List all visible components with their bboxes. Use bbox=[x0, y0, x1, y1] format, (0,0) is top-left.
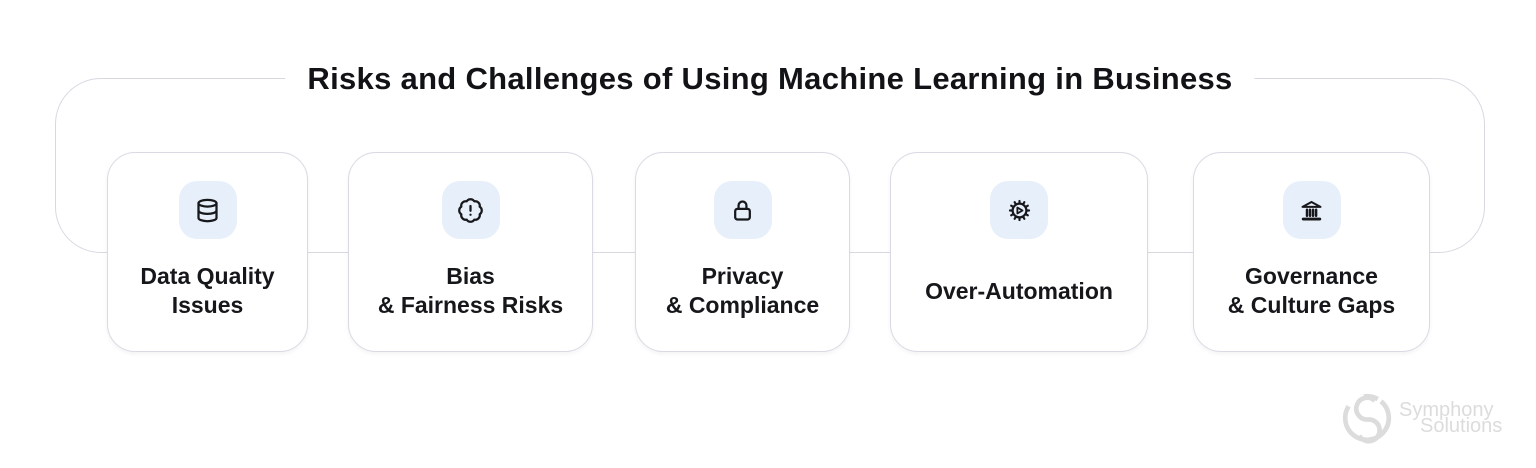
diagram-title: Risks and Challenges of Using Machine Le… bbox=[285, 59, 1255, 99]
watermark-text: Symphony Solutions bbox=[1399, 399, 1503, 437]
card-label-line2: & Compliance bbox=[665, 292, 820, 318]
card-label-line2: & Fairness Risks bbox=[377, 292, 564, 318]
card-label: Governance & Culture Gaps bbox=[1228, 239, 1395, 351]
card-privacy-compliance: Privacy & Compliance bbox=[635, 152, 850, 352]
lock-icon bbox=[734, 199, 751, 221]
badge-alert-icon bbox=[458, 197, 483, 223]
card-label: Bias & Fairness Risks bbox=[378, 239, 563, 351]
watermark-line1: Symphony bbox=[1399, 399, 1494, 421]
watermark-line2: Solutions bbox=[1420, 415, 1503, 437]
card-label: Data Quality Issues bbox=[140, 239, 274, 351]
icon-badge bbox=[713, 181, 772, 239]
card-label: Privacy & Compliance bbox=[666, 239, 819, 351]
watermark: Symphony Solutions bbox=[1340, 391, 1502, 445]
card-label-line1: Data Quality bbox=[140, 263, 275, 289]
card-bias-fairness-risks: Bias & Fairness Risks bbox=[348, 152, 593, 352]
card-label-line2: Issues bbox=[171, 292, 244, 318]
icon-badge bbox=[1282, 181, 1341, 239]
icon-badge bbox=[178, 181, 237, 239]
card-over-automation: Over-Automation bbox=[890, 152, 1148, 352]
card-label-line1: Over-Automation bbox=[925, 277, 1113, 304]
symphony-solutions-logo bbox=[1342, 393, 1392, 444]
database-icon bbox=[197, 198, 218, 222]
icon-badge bbox=[990, 181, 1048, 239]
icon-badge bbox=[441, 181, 500, 239]
bank-icon bbox=[1301, 200, 1322, 220]
card-label-line1: Bias bbox=[446, 263, 495, 289]
card-data-quality-issues: Data Quality Issues bbox=[107, 152, 308, 352]
card-governance-culture-gaps: Governance & Culture Gaps bbox=[1193, 152, 1430, 352]
card-label-line1: Governance bbox=[1245, 263, 1378, 289]
card-label-line2: & Culture Gaps bbox=[1227, 292, 1396, 318]
card-label-line1: Privacy bbox=[701, 263, 784, 289]
card-label: Over-Automation bbox=[925, 239, 1113, 351]
gear-automation-icon bbox=[1008, 199, 1030, 221]
outer-connector-frame: Risks and Challenges of Using Machine Le… bbox=[55, 59, 1485, 253]
